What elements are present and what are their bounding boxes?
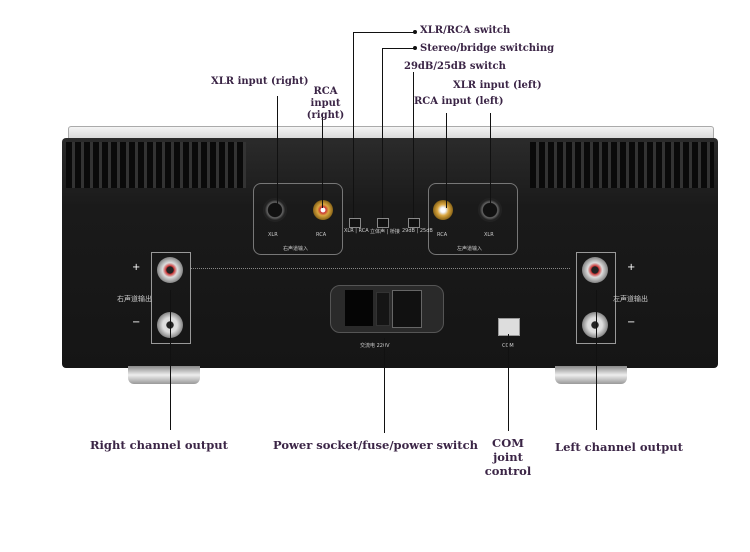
callout-line bbox=[277, 96, 278, 206]
left-output-text: 左声道输出 bbox=[613, 295, 648, 303]
right-input-panel bbox=[253, 183, 343, 255]
rca-left-label: RCA bbox=[437, 232, 448, 238]
plus-left: + bbox=[627, 262, 636, 273]
callout-line bbox=[322, 113, 323, 208]
callout-line bbox=[490, 113, 491, 208]
left-input-text: 左声道输入 bbox=[457, 246, 483, 252]
right-output-plus bbox=[157, 257, 183, 283]
callout-line bbox=[384, 338, 385, 433]
xlr-right-jack bbox=[263, 198, 287, 222]
callout-line bbox=[413, 72, 414, 218]
label-rca-left: RCA input (left) bbox=[414, 96, 504, 107]
xlr-rca-switch[interactable] bbox=[349, 218, 361, 228]
ac-label: 交流电 220V bbox=[360, 343, 390, 349]
rca-right-jack bbox=[313, 200, 333, 220]
callout-line bbox=[353, 32, 415, 33]
callout-line bbox=[353, 32, 354, 218]
stereo-bridge-switch[interactable] bbox=[377, 218, 389, 228]
callout-line bbox=[170, 290, 171, 430]
callout-line bbox=[508, 334, 509, 431]
label-xlr-rca-switch: XLR/RCA switch bbox=[420, 25, 511, 36]
label-stereo-bridge: Stereo/bridge switching bbox=[420, 43, 555, 54]
right-output-text: 右声道输出 bbox=[117, 295, 152, 303]
com-label: COM bbox=[502, 343, 514, 349]
right-output-frame bbox=[151, 252, 191, 344]
rca-left-jack bbox=[433, 200, 453, 220]
power-switch[interactable] bbox=[392, 290, 422, 328]
callout-line bbox=[382, 48, 415, 49]
callout-line bbox=[382, 48, 383, 218]
sw2-label: 立体声 | 桥接 bbox=[370, 229, 400, 235]
callout-line bbox=[596, 290, 597, 430]
fuse-holder[interactable] bbox=[376, 292, 390, 326]
right-input-text: 右声道输入 bbox=[283, 246, 309, 252]
callout-line bbox=[413, 46, 417, 50]
heatsink-right bbox=[530, 142, 714, 188]
callout-line bbox=[446, 113, 447, 208]
gain-switch[interactable] bbox=[408, 218, 420, 228]
minus-left: − bbox=[627, 317, 636, 328]
label-rca-right: RCA input (right) bbox=[306, 86, 345, 121]
left-input-panel bbox=[428, 183, 518, 255]
power-socket[interactable] bbox=[345, 290, 373, 326]
sw1-label: XLR | RCA bbox=[344, 228, 369, 234]
label-gain-switch: 29dB/25dB switch bbox=[404, 61, 506, 72]
label-right-output: Right channel output bbox=[90, 438, 228, 452]
com-port[interactable] bbox=[498, 318, 520, 336]
left-output-minus bbox=[582, 312, 608, 338]
xlr-left-label: XLR bbox=[484, 232, 494, 238]
label-xlr-left: XLR input (left) bbox=[453, 80, 542, 91]
heatsink-left bbox=[66, 142, 246, 188]
sw3-label: 29dB | 25dB bbox=[402, 228, 433, 234]
label-power: Power socket/fuse/power switch bbox=[273, 438, 478, 452]
divider bbox=[190, 268, 570, 269]
xlr-right-label: XLR bbox=[268, 232, 278, 238]
minus-right: − bbox=[132, 317, 141, 328]
plus-right: + bbox=[132, 262, 141, 273]
left-output-plus bbox=[582, 257, 608, 283]
foot-left bbox=[128, 366, 200, 384]
callout-line bbox=[413, 30, 417, 34]
label-xlr-right: XLR input (right) bbox=[211, 76, 309, 87]
label-com: COM joint control bbox=[484, 436, 532, 478]
rca-right-label: RCA bbox=[316, 232, 327, 238]
foot-right bbox=[555, 366, 627, 384]
label-left-output: Left channel output bbox=[555, 440, 683, 454]
